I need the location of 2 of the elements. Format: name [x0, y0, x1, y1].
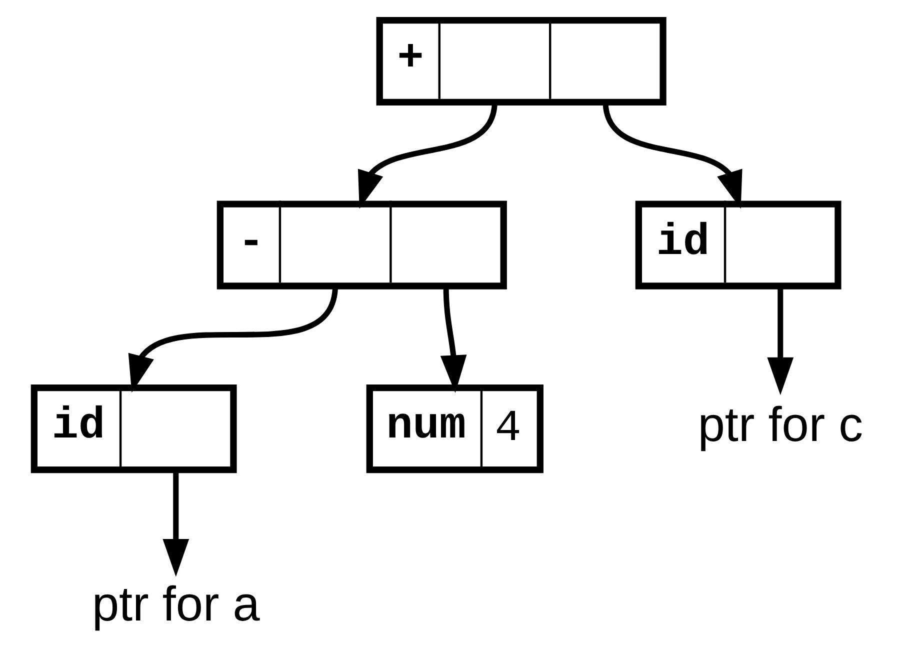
node-text: ptr for a — [91, 578, 260, 632]
node-text: ptr for c — [697, 398, 862, 452]
